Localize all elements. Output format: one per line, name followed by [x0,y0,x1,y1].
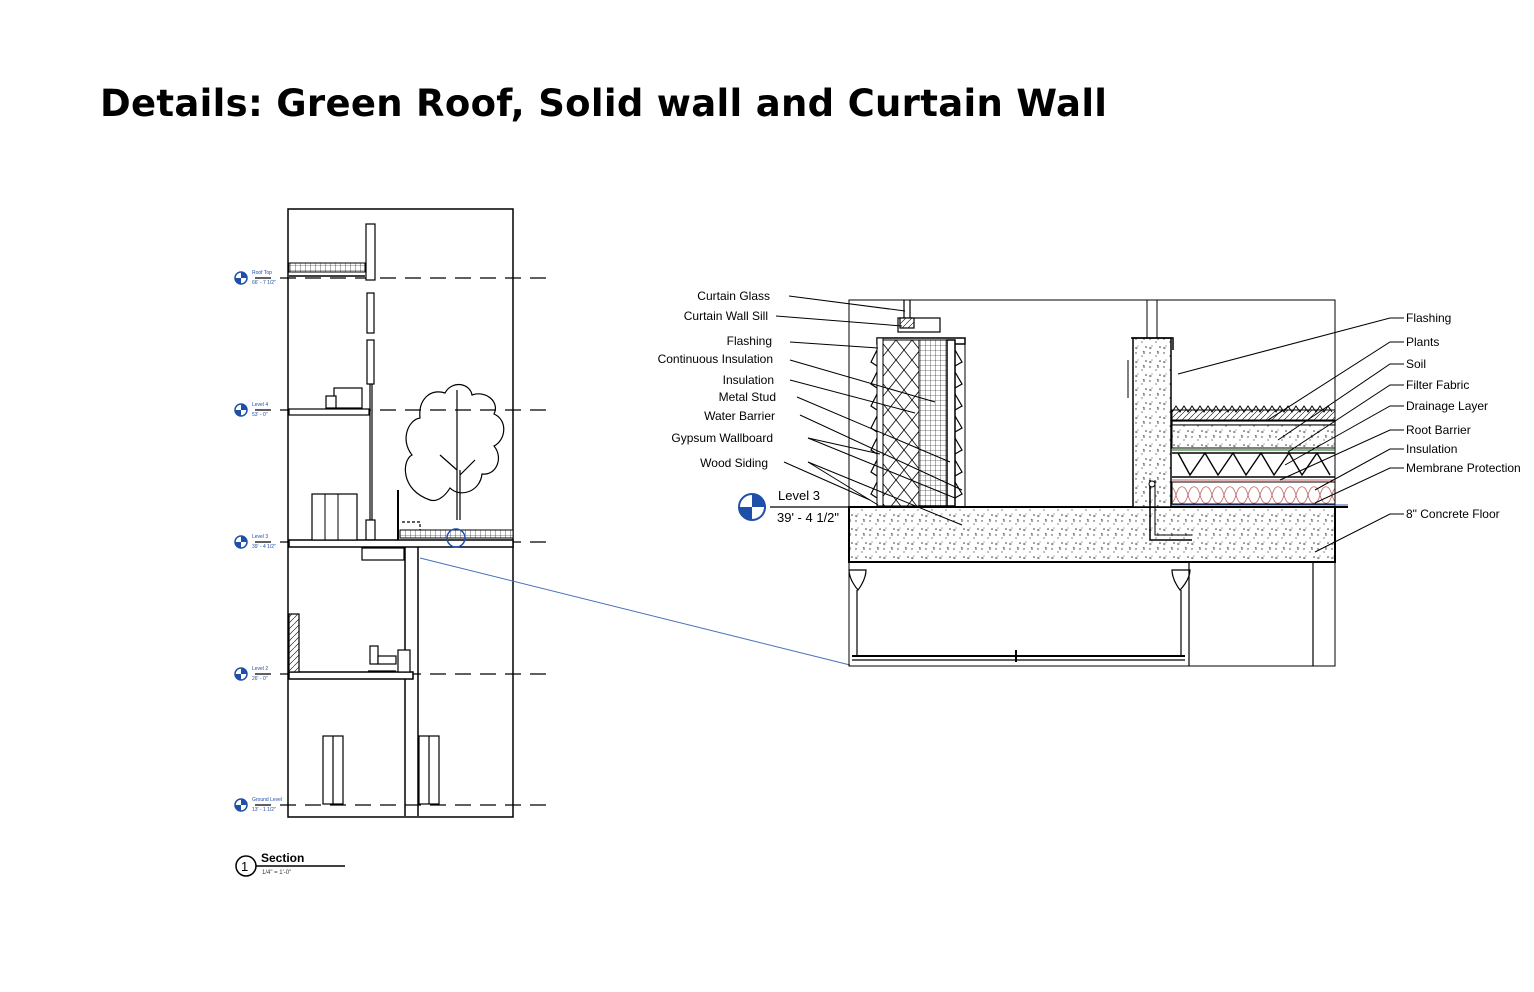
furniture-level-3 [311,493,358,541]
label-wood-siding: Wood Siding [700,456,768,470]
section-number: 1 [241,859,248,874]
level-marker-roof: Roof Top 66' - 7 1/2" [234,270,276,286]
detail-drawing: Level 3 39' - 4 1/2" Curtain Glass Curta… [658,289,1521,667]
wall-labels: Curtain Glass Curtain Wall Sill Flashing… [658,289,776,470]
label-curtain-glass: Curtain Glass [697,289,770,303]
chair-icon [368,645,411,673]
label-insulation-roof: Insulation [1406,442,1457,456]
green-roof-slab [399,529,514,539]
level-marker-2: Level 2 26' - 0" [234,666,268,682]
detail-level-name: Level 3 [778,488,820,503]
level-marker-ground: Ground Level 13' - 1 1/2" [234,797,282,813]
detail-level-elevation: 39' - 4 1/2" [777,510,839,525]
label-soil: Soil [1406,357,1426,371]
level-name-4: Level 4 [252,402,268,408]
level-marker-3: Level 3 39' - 4 1/2" [234,534,276,550]
drainage-layer [1172,451,1335,477]
section-name: Section [261,851,304,865]
label-root-barrier: Root Barrier [1406,423,1471,437]
roof-labels: Flashing Plants Soil Filter Fabric Drain… [1406,311,1521,521]
roof-slab [288,262,366,273]
label-insulation-wall: Insulation [723,373,774,387]
parapet [1127,300,1192,541]
level-3-floor [288,539,514,548]
section-tag: 1 Section 1/4" = 1'-0" [235,851,345,877]
label-drainage-layer: Drainage Layer [1406,399,1488,413]
level-elev-ground: 13' - 1 1/2" [252,807,276,813]
curtain-wall-elevation [365,223,376,541]
callout-line [419,557,851,666]
label-flashing-wall: Flashing [727,334,772,348]
detail-level-marker: Level 3 39' - 4 1/2" [738,488,849,525]
soil-layer [1171,424,1336,449]
section-scale: 1/4" = 1'-0" [262,870,291,876]
level-marker-4: Level 4 53' - 0" [234,402,268,418]
tree-icon [404,384,505,520]
label-plants: Plants [1406,335,1439,349]
level-name-2: Level 2 [252,666,268,672]
level-name-ground: Ground Level [252,797,282,803]
green-roof-layers [1171,405,1348,506]
level-2-floor [288,671,414,680]
label-gypsum-wallboard: Gypsum Wallboard [671,431,773,445]
label-water-barrier: Water Barrier [704,409,775,423]
level-name-roof: Roof Top [252,270,272,276]
solid-wall-assembly [870,337,966,507]
furniture-level-4 [333,387,363,409]
label-concrete-floor: 8" Concrete Floor [1406,507,1500,521]
detail-callout-circle [446,528,466,548]
roof-leaders [1177,317,1404,553]
section-outline [287,208,514,818]
label-membrane-protection: Membrane Protection [1406,461,1521,475]
page-title: Details: Green Roof, Solid wall and Curt… [100,82,1108,125]
label-filter-fabric: Filter Fabric [1406,378,1469,392]
insulation-layer [1171,481,1336,505]
soil-top [1171,420,1336,426]
building-section: Roof Top 66' - 7 1/2" Level 4 53' - 0" L… [234,208,851,877]
doors-ground [322,735,440,805]
concrete-floor-slab [848,506,1336,563]
curtain-wall-sill [897,300,941,333]
level-4-floor [288,408,370,416]
wall-leaders [775,295,963,526]
level-elev-4: 53' - 0" [252,412,268,418]
level-elev-roof: 66' - 7 1/2" [252,280,276,286]
level-elev-3: 39' - 4 1/2" [252,544,276,550]
label-curtain-wall-sill: Curtain Wall Sill [684,309,768,323]
shelf-level-2 [288,613,300,673]
label-flashing-roof: Flashing [1406,311,1451,325]
ceiling-below [848,562,1314,666]
level-elev-2: 26' - 0" [252,676,268,682]
label-metal-stud: Metal Stud [719,390,776,404]
level-name-3: Level 3 [252,534,268,540]
label-continuous-insulation: Continuous Insulation [658,352,773,366]
